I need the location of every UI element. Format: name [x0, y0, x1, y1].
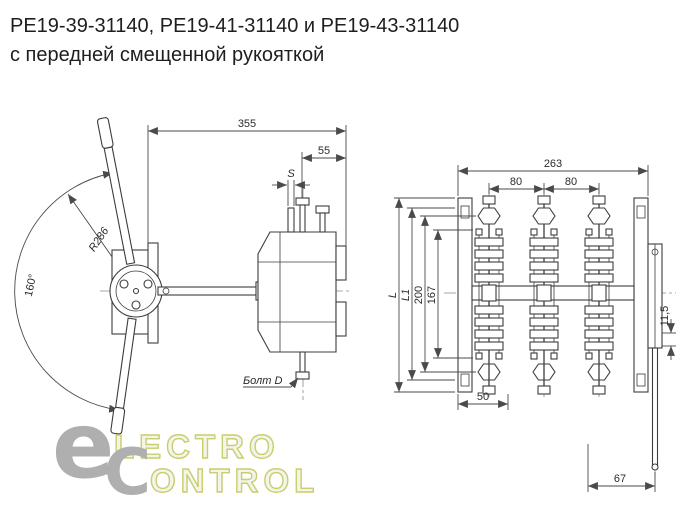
terminal-pad-bottom [335, 301, 347, 337]
watermark-logo: e LECTRO C ONTROL [52, 392, 315, 513]
watermark-big-e: e [52, 392, 115, 499]
dim-55: 55 [301, 145, 346, 198]
dim-67-label: 67 [614, 473, 626, 485]
bolt-d [295, 371, 310, 380]
dim-263: 263 [457, 158, 649, 196]
dim-263-label: 263 [544, 158, 562, 170]
dim-355: 355 [147, 118, 347, 246]
title-line-1: РЕ19-39-31140, РЕ19-41-31140 и РЕ19-43-3… [10, 15, 460, 37]
switch-body-side [257, 197, 347, 380]
watermark-big-c: C [104, 436, 151, 510]
bolt-d-label: Болт D [243, 375, 282, 387]
dim-50-label: 50 [477, 391, 489, 403]
angle-160-label: 160° [23, 273, 39, 298]
dim-left-stack: L L1 200 167 [387, 197, 476, 393]
L1-label: L1 [400, 289, 412, 301]
s-plate [287, 207, 295, 233]
drawing-title: РЕ19-39-31140, РЕ19-41-31140 и РЕ19-43-3… [10, 12, 459, 70]
dim-55-label: 55 [318, 145, 330, 157]
dim-167-label: 167 [426, 286, 438, 304]
dim-11-5-label: 11,5 [659, 306, 671, 327]
dim-50: 50 [457, 391, 509, 410]
pole-1 [474, 195, 504, 395]
dim-80-right-label: 80 [565, 176, 577, 188]
dim-67: 67 [587, 444, 656, 492]
L-label: L [387, 292, 399, 298]
handle-rod [651, 347, 659, 471]
dim-355-label: 355 [238, 118, 256, 130]
side-view: 355 55 S R286 160° Болт D [14, 117, 352, 435]
r286-label: R286 [87, 225, 112, 254]
dim-80-left-label: 80 [510, 176, 522, 188]
dim-s: S [272, 168, 310, 206]
side-bracket-right [633, 197, 649, 393]
handle-upper-position [96, 117, 136, 265]
dim-11-5: 11,5 [659, 306, 676, 360]
top-bolt-2 [315, 205, 330, 214]
top-bolt-1 [295, 197, 310, 206]
pole-3 [584, 195, 614, 395]
front-view: 263 80 80 L L1 [387, 158, 676, 492]
s-label: S [287, 168, 295, 180]
dim-80-80: 80 80 [488, 176, 600, 194]
handle-lower-position [110, 317, 137, 435]
bolt-d-callout: Болт D [243, 375, 299, 389]
title-line-2: с передней смещенной рукояткой [10, 44, 325, 66]
terminal-pad-top [335, 245, 347, 281]
watermark-ontrol: ONTROL [149, 461, 320, 499]
pivot-hub [109, 264, 163, 318]
swing-arc [14, 170, 120, 413]
drive-bracket [647, 243, 663, 349]
watermark-lectro: LECTRO [113, 427, 280, 465]
pole-2 [529, 195, 559, 395]
dim-200-label: 200 [413, 286, 425, 304]
link-rod [157, 281, 275, 301]
side-bracket-left [457, 197, 473, 393]
